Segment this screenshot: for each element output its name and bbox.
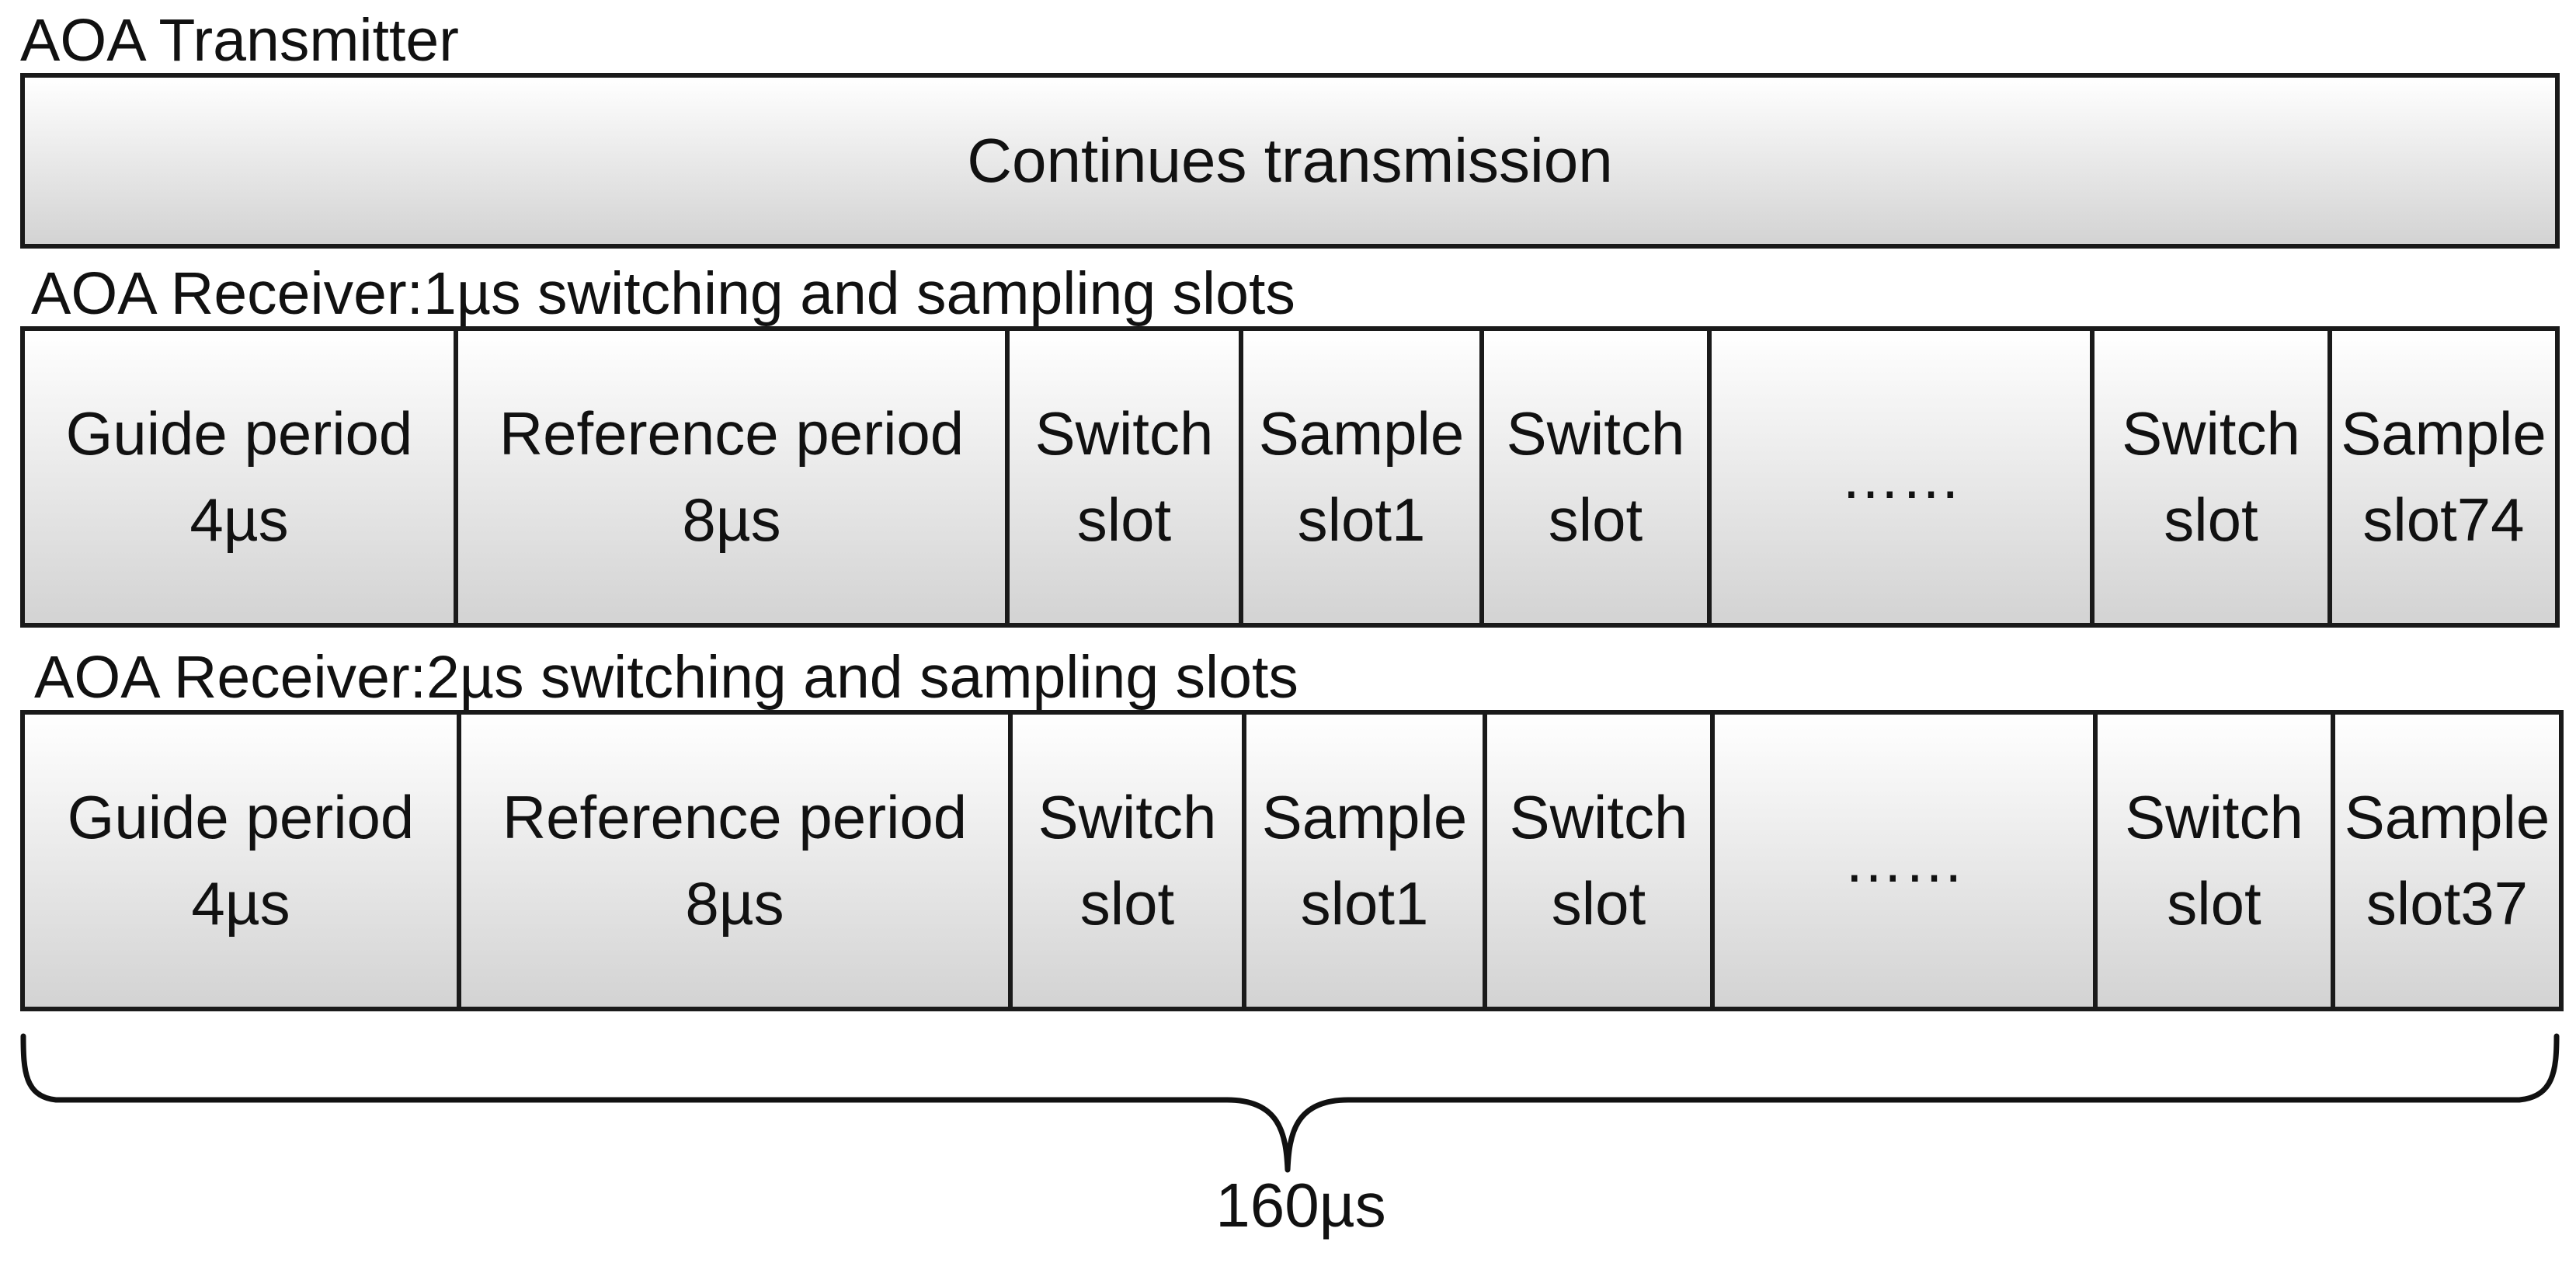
- switch-slot-label: slot: [2164, 485, 2258, 554]
- reference-period-cell: Reference period 8µs: [457, 715, 1008, 1007]
- switch-slot-label: Switch: [1038, 783, 1217, 852]
- sample-slot-number: slot74: [2362, 485, 2525, 554]
- switch-slot-cell: Switch slot: [1483, 715, 1710, 1007]
- ellipsis-cell: ……: [1710, 715, 2093, 1007]
- sample-slot-cell: Sample slot74: [2327, 331, 2555, 623]
- switch-slot-label: slot: [1076, 485, 1172, 554]
- switch-slot-cell: Switch slot: [1008, 715, 1242, 1007]
- ellipsis-text: ……: [1843, 826, 1965, 895]
- guide-period-duration: 4µs: [189, 485, 289, 554]
- switch-slot-label: Switch: [1509, 783, 1688, 852]
- switch-slot-label: Switch: [1506, 399, 1685, 468]
- switch-slot-label: slot: [2167, 869, 2261, 938]
- guide-period-label: Guide period: [67, 783, 415, 852]
- switch-slot-cell: Switch slot: [1005, 331, 1239, 623]
- switch-slot-cell: Switch slot: [1479, 331, 1707, 623]
- switch-slot-label: slot: [1548, 485, 1643, 554]
- sample-slot-number: slot1: [1300, 869, 1429, 938]
- ellipsis-cell: ……: [1707, 331, 2090, 623]
- total-duration-label: 160µs: [1215, 1171, 1386, 1240]
- guide-period-cell: Guide period 4µs: [25, 331, 454, 623]
- switch-slot-cell: Switch slot: [2093, 715, 2331, 1007]
- reference-period-duration: 8µs: [682, 485, 781, 554]
- reference-period-label: Reference period: [502, 783, 968, 852]
- ellipsis-text: ……: [1840, 442, 1962, 511]
- reference-period-label: Reference period: [499, 399, 965, 468]
- receiver-2us-label: AOA Receiver:2µs switching and sampling …: [34, 644, 1298, 711]
- sample-slot-label: Sample: [2341, 399, 2546, 468]
- sample-slot-label: Sample: [1261, 783, 1468, 852]
- switch-slot-label: slot: [1551, 869, 1646, 938]
- duration-brace: [20, 1033, 2560, 1173]
- sample-slot-cell: Sample slot1: [1239, 331, 1479, 623]
- receiver-2us-slot-row: Guide period 4µs Reference period 8µs Sw…: [20, 710, 2564, 1011]
- guide-period-label: Guide period: [65, 399, 413, 468]
- continuous-transmission-text: Continues transmission: [967, 126, 1613, 195]
- receiver-1us-slot-row: Guide period 4µs Reference period 8µs Sw…: [20, 326, 2560, 628]
- switch-slot-label: Switch: [2125, 783, 2303, 852]
- sample-slot-number: slot37: [2366, 869, 2529, 938]
- reference-period-cell: Reference period 8µs: [454, 331, 1005, 623]
- switch-slot-cell: Switch slot: [2090, 331, 2327, 623]
- continuous-transmission-bar: Continues transmission: [20, 73, 2560, 249]
- transmitter-label: AOA Transmitter: [20, 7, 459, 74]
- sample-slot-label: Sample: [1258, 399, 1465, 468]
- sample-slot-cell: Sample slot37: [2331, 715, 2559, 1007]
- guide-period-duration: 4µs: [191, 869, 290, 938]
- duration-brace-path: [20, 1033, 2560, 1173]
- sample-slot-cell: Sample slot1: [1242, 715, 1483, 1007]
- reference-period-duration: 8µs: [685, 869, 784, 938]
- sample-slot-number: slot1: [1297, 485, 1426, 554]
- switch-slot-label: slot: [1079, 869, 1175, 938]
- sample-slot-label: Sample: [2344, 783, 2550, 852]
- switch-slot-label: Switch: [1034, 399, 1214, 468]
- switch-slot-label: Switch: [2122, 399, 2300, 468]
- guide-period-cell: Guide period 4µs: [25, 715, 457, 1007]
- receiver-1us-label: AOA Receiver:1µs switching and sampling …: [31, 260, 1295, 327]
